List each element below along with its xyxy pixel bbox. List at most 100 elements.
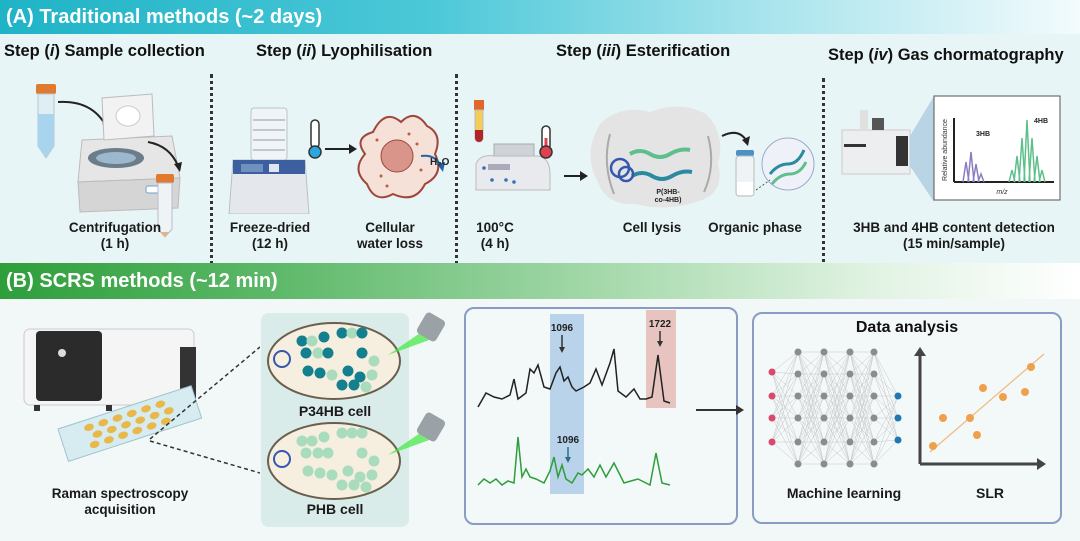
nn-edge [771, 371, 799, 375]
nn-edge [849, 417, 875, 465]
step-2-caption-1: Freeze-dried(12 h) [229, 220, 311, 251]
centrifuge-illustration [36, 84, 182, 238]
nn-node [820, 392, 828, 400]
step-3-caption-1: 100°C(4 h) [476, 220, 514, 251]
spectra-box [464, 307, 738, 525]
pha-granule [300, 447, 312, 459]
nn-edge [849, 351, 875, 375]
nn-edge [771, 441, 799, 465]
nn-node [870, 370, 878, 378]
p34hb-cell-label: P34HB cell [298, 403, 372, 419]
arrow-to-analysis [696, 405, 744, 415]
gas-chromatograph-icon [841, 110, 911, 175]
nn-edge [849, 373, 875, 465]
lyophilisation-illustration [228, 107, 445, 214]
nn-edge [771, 373, 799, 419]
pha-granule [322, 447, 334, 459]
pha-granule [336, 479, 348, 491]
pha-granule [366, 469, 378, 481]
gc-peak-4hb [1038, 169, 1046, 183]
nn-edge [823, 351, 851, 419]
step-1-caption: Centrifugation(1 h) [68, 220, 162, 251]
nn-edge [771, 395, 799, 443]
nn-edge [873, 439, 899, 465]
slide-well [163, 407, 174, 415]
nn-edge [771, 351, 799, 443]
slr-data-point [1021, 388, 1029, 396]
polymer-label-1: P(3HB- [656, 189, 680, 196]
regression-line [929, 353, 1045, 453]
nn-edge [873, 395, 899, 419]
step-1-title: Step (i) Sample collection [4, 42, 205, 60]
slide-well [141, 405, 151, 413]
slide-well [121, 421, 131, 429]
nn-node [768, 392, 776, 400]
section-b-banner: (B) SCRS methods (~12 min) [0, 263, 1080, 299]
gc-peak-3hb [967, 151, 975, 183]
thermometer-cold-icon [308, 119, 322, 159]
analysis-title: Data analysis [855, 319, 959, 336]
gc-peak-label-4hb: 4HB [1034, 118, 1048, 125]
nn-node [794, 460, 802, 468]
step-3-title: Step (iii) Esterification [556, 42, 731, 60]
nn-edge [771, 395, 799, 419]
pha-granule [356, 327, 368, 339]
slr-data-point [979, 384, 987, 392]
slide-well [126, 409, 137, 418]
blood-tube-icon [474, 100, 484, 143]
pha-granule [348, 379, 360, 391]
centrifuge-icon [77, 93, 181, 213]
nn-edge [797, 351, 825, 465]
nn-node [846, 460, 854, 468]
step-4-title: Step (iv) Gas chormatography [828, 46, 1064, 64]
pha-granule [366, 369, 378, 381]
nn-node [794, 414, 802, 422]
analysis-graphics [768, 347, 1046, 470]
pha-granule [302, 465, 314, 477]
nn-edge [771, 373, 799, 443]
nn-edge [771, 351, 799, 373]
label-1096-bottom: 1096 [557, 435, 580, 446]
nn-edge [873, 373, 899, 397]
nn-node [846, 348, 854, 356]
slide-well [98, 419, 109, 427]
nn-edge [873, 395, 899, 465]
lysed-cell-icon [590, 106, 721, 208]
nn-edge [849, 441, 875, 465]
label-1096-top: 1096 [551, 323, 574, 334]
nn-edge [797, 351, 825, 419]
nn-edge [797, 417, 825, 465]
pha-granule [354, 371, 366, 383]
slr-data-point [973, 431, 981, 439]
band-1096 [550, 314, 584, 494]
nn-node [870, 348, 878, 356]
slr-plot [914, 347, 1046, 470]
nn-node [768, 438, 776, 446]
pha-granule [296, 435, 308, 447]
nn-edge [849, 351, 875, 443]
p34hb-spectrum [477, 348, 671, 408]
pha-granule [346, 427, 358, 439]
nn-edge [797, 351, 825, 443]
cells-illustration [267, 312, 446, 500]
pha-granule [318, 431, 330, 443]
gc-ylabel: Relative abundance [942, 119, 949, 181]
nn-node [768, 414, 776, 422]
nn-node [820, 348, 828, 356]
pha-granule [336, 427, 348, 439]
divider-2 [455, 74, 458, 284]
pha-granule [360, 381, 372, 393]
nn-edge [873, 395, 899, 443]
nn-edge [771, 351, 799, 419]
heating-block-icon [475, 143, 551, 191]
nn-edge [823, 351, 851, 443]
pha-granule [342, 365, 354, 377]
nn-edge [849, 351, 875, 397]
raman-spectrometer-icon [23, 328, 196, 411]
nn-edge [771, 351, 799, 397]
phb-spectrum [477, 436, 671, 487]
nn-node [870, 414, 878, 422]
objective-lens-icon-top [388, 312, 446, 355]
